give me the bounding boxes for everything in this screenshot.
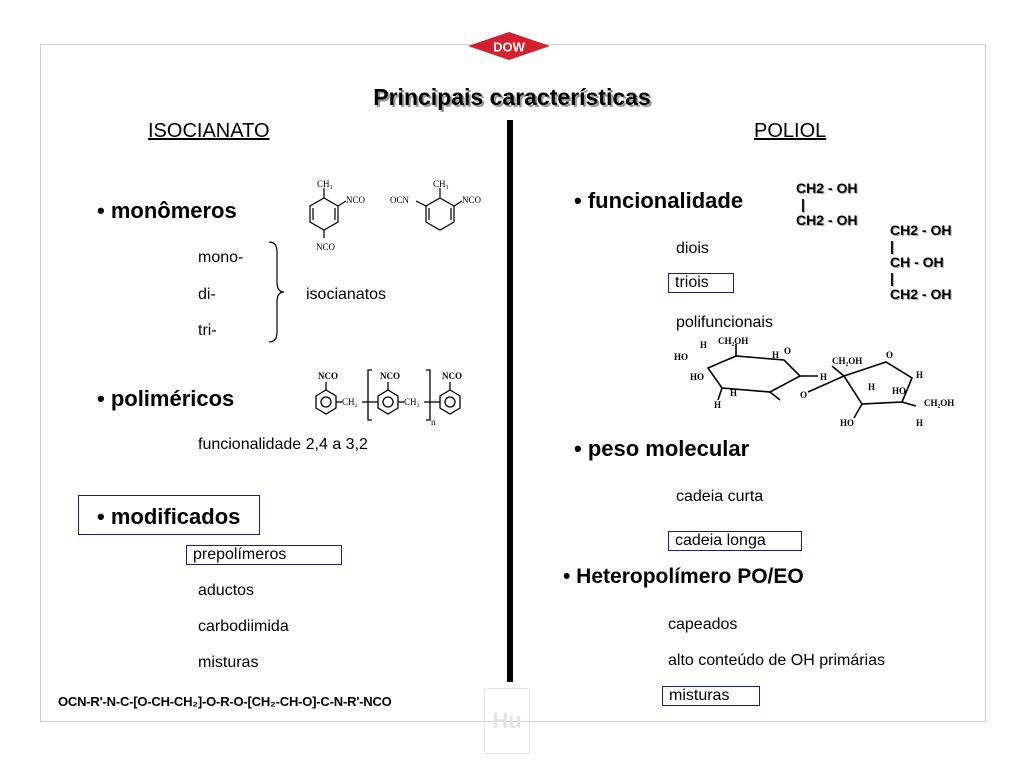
ch2-label: CH₂ [404, 397, 420, 407]
list-item: di- [198, 286, 216, 303]
list-item: tri- [198, 322, 217, 339]
o-label: O [784, 346, 791, 356]
h-label: H [730, 388, 737, 398]
ch2oh-label: CH₂OH [924, 398, 954, 408]
list-item: misturas [198, 654, 259, 671]
poliol-heading: POLIOL [754, 120, 827, 142]
watermark: Hu [484, 688, 530, 754]
ch3-label: CH₃ [317, 179, 333, 189]
nco-label: NCO [380, 371, 400, 381]
page-title: Principais características [373, 84, 651, 110]
h-label: H [820, 372, 827, 382]
list-item-triois: triois [668, 273, 734, 293]
monomeros-bullet: • monômeros [97, 198, 237, 223]
h-label: H [700, 340, 707, 350]
h-label: H [868, 382, 875, 392]
list-item: carbodiimida [198, 618, 289, 635]
prepolymer-formula: OCN-R'-N-C-[O-CH-CH₂]-O-R-O-[CH₂-CH-O]-C… [58, 694, 392, 709]
o-label: O [800, 390, 807, 400]
list-item: capeados [668, 616, 738, 633]
dow-logo-text: DOW [493, 40, 526, 55]
funcionalidade-bullet: • funcionalidade [574, 188, 744, 213]
list-item: alto conteúdo de OH primárias [668, 652, 885, 669]
list-item-cadeia-longa: cadeia longa [668, 531, 802, 551]
n-subscript: n [431, 417, 436, 426]
nco-label: NCO [442, 371, 462, 381]
modificados-bullet: • modificados [78, 495, 260, 535]
polimericos-detail: funcionalidade 2,4 a 3,2 [198, 436, 368, 453]
ocn-label: OCN [390, 195, 410, 205]
ch3-label: CH₃ [433, 179, 449, 189]
ho-label: HO [674, 352, 688, 362]
isocianatos-label: isocianatos [306, 286, 387, 303]
h-label: H [714, 400, 721, 410]
ch2-label: CH₂ [342, 397, 358, 407]
list-item-misturas: misturas [662, 686, 760, 706]
list-item: polifuncionais [676, 314, 773, 331]
nco-label: NCO [462, 195, 482, 205]
list-item: aductos [198, 582, 255, 599]
peso-molecular-bullet: • peso molecular [574, 436, 750, 461]
diol-formula: CH2 - OH | CH2 - OH [796, 180, 858, 228]
nco-label: NCO [346, 195, 366, 205]
ch2oh-label: CH₂OH [832, 356, 862, 366]
isocianato-heading: ISOCIANATO [148, 120, 270, 142]
h-label: H [916, 418, 923, 428]
polimericos-bullet: • poliméricos [97, 386, 235, 411]
ho-label: HO [892, 386, 906, 396]
list-item: cadeia curta [676, 488, 764, 505]
ho-label: HO [840, 418, 854, 428]
list-item-prepolimeros: prepolímeros [186, 545, 342, 565]
h-label: H [916, 370, 923, 380]
ho-label: HO [690, 372, 704, 382]
ch2oh-label: CH₂OH [718, 336, 748, 346]
list-item: diois [676, 240, 709, 257]
list-item: mono- [198, 249, 244, 266]
sucrose-structure: H CH₂OH O HO HO H H H H O CH₂OH O H HO H… [674, 336, 954, 428]
h-label: H [772, 350, 779, 360]
o-label: O [886, 350, 893, 360]
monomer-structures: CH₃ NCO NCO CH₃ NCO OCN [309, 179, 482, 252]
triol-formula: CH2 - OH | CH - OH | CH2 - OH [890, 222, 952, 302]
polymeric-mdi-structure: NCO NCO NCO CH₂ CH₂ n [315, 369, 462, 426]
heteropolimero-bullet: • Heteropolímero PO/EO [563, 565, 804, 588]
nco-label: NCO [318, 371, 338, 381]
column-divider [507, 120, 513, 682]
dow-logo: DOW [468, 32, 550, 60]
curly-brace [268, 241, 285, 343]
nco-label: NCO [316, 242, 336, 252]
